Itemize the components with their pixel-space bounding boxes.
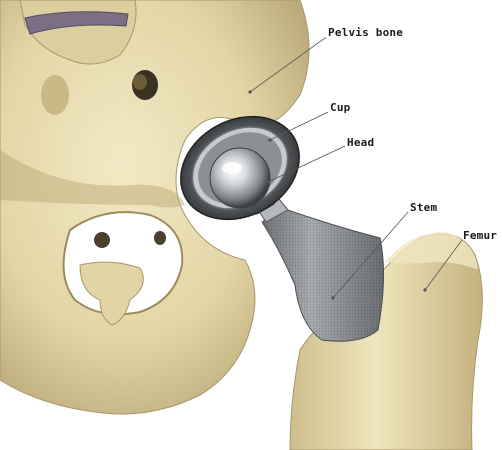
head-highlight xyxy=(222,162,242,174)
femur-leader-dot xyxy=(423,288,426,291)
sacral-foramen-inner xyxy=(133,74,147,90)
small-foramen xyxy=(94,232,110,248)
small-foramen-2 xyxy=(154,231,166,245)
label-stem: Stem xyxy=(410,201,437,214)
label-head: Head xyxy=(347,136,374,149)
implant-head xyxy=(210,148,270,208)
pelvis-leader-dot xyxy=(248,90,251,93)
sacral-ridge xyxy=(41,75,69,115)
stem-leader-dot xyxy=(331,296,334,299)
head-leader-dot xyxy=(266,180,269,183)
label-femur: Femur xyxy=(463,229,497,242)
label-cup: Cup xyxy=(330,101,350,114)
label-pelvis-bone: Pelvis bone xyxy=(328,26,403,39)
cup-leader-dot xyxy=(268,138,271,141)
